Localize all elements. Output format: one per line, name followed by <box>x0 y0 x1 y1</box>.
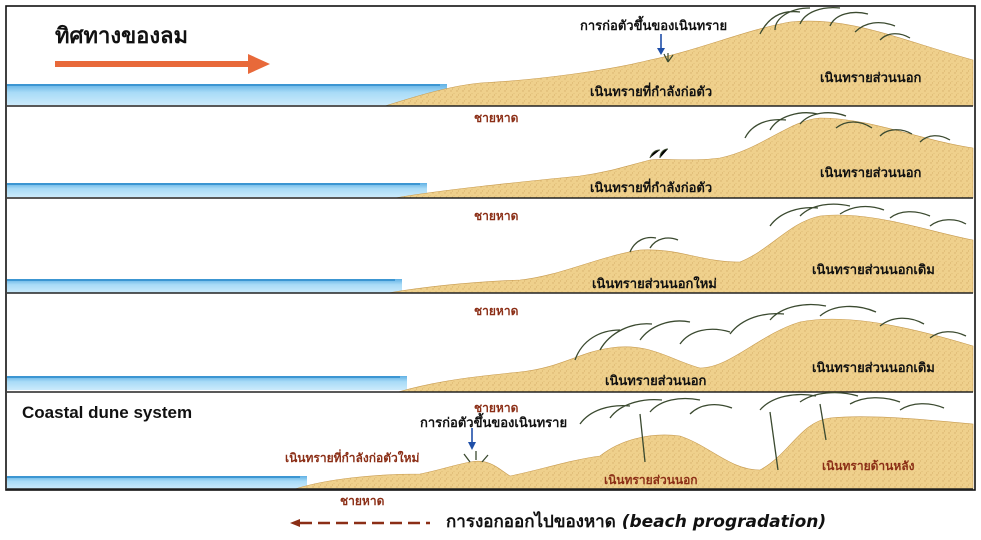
wind-arrow <box>55 54 270 74</box>
beach-label: ชายหาด <box>340 495 384 507</box>
water-band <box>7 183 427 197</box>
new-foredune-label: เนินทรายส่วนนอกใหม่ <box>592 278 717 291</box>
dune-forming-label: การก่อตัวขึ้นของเนินทราย <box>580 20 727 33</box>
legend-english-text: (beach progradation) <box>622 512 826 532</box>
panel-1 <box>7 8 973 106</box>
foredune-label: เนินทรายส่วนนอก <box>604 474 698 486</box>
dune-forming-label: การก่อตัวขึ้นของเนินทราย <box>420 417 567 430</box>
backdune-label: เนินทรายด้านหลัง <box>822 460 915 472</box>
beach-label: ชายหาด <box>474 112 518 124</box>
foredune-label: เนินทรายส่วนนอก <box>820 72 921 85</box>
progradation-arrow <box>290 519 430 527</box>
beach-label: ชายหาด <box>474 210 518 222</box>
old-foredune-label: เนินทรายส่วนนอกเดิม <box>812 362 935 375</box>
old-foredune-label: เนินทรายส่วนนอกเดิม <box>812 264 935 277</box>
progradation-legend: การงอกออกไปของหาด (beach progradation) <box>446 514 826 531</box>
seedling <box>650 149 668 158</box>
foredune-label: เนินทรายส่วนนอก <box>605 375 706 388</box>
water-band <box>7 84 447 105</box>
wind-direction-label: ทิศทางของลม <box>55 26 188 48</box>
foredune-label: เนินทรายส่วนนอก <box>820 167 921 180</box>
pointer-arrowhead <box>657 48 665 55</box>
water-band <box>7 376 407 390</box>
progradation-arrowhead <box>290 519 300 527</box>
beach-label: ชายหาด <box>474 305 518 317</box>
beach-label: ชายหาด <box>474 402 518 414</box>
panel-2 <box>7 113 973 198</box>
legend-thai-text: การงอกออกไปของหาด <box>446 512 616 532</box>
developing-dune-new-label: เนินทรายที่กำลังก่อตัวใหม่ <box>285 452 419 464</box>
water-band <box>7 279 402 293</box>
pointer-arrowhead <box>468 442 476 450</box>
developing-dune-label: เนินทรายที่กำลังก่อตัว <box>590 182 712 195</box>
developing-dune-label: เนินทรายที่กำลังก่อตัว <box>590 86 712 99</box>
coastal-dune-system-label: Coastal dune system <box>22 404 192 421</box>
